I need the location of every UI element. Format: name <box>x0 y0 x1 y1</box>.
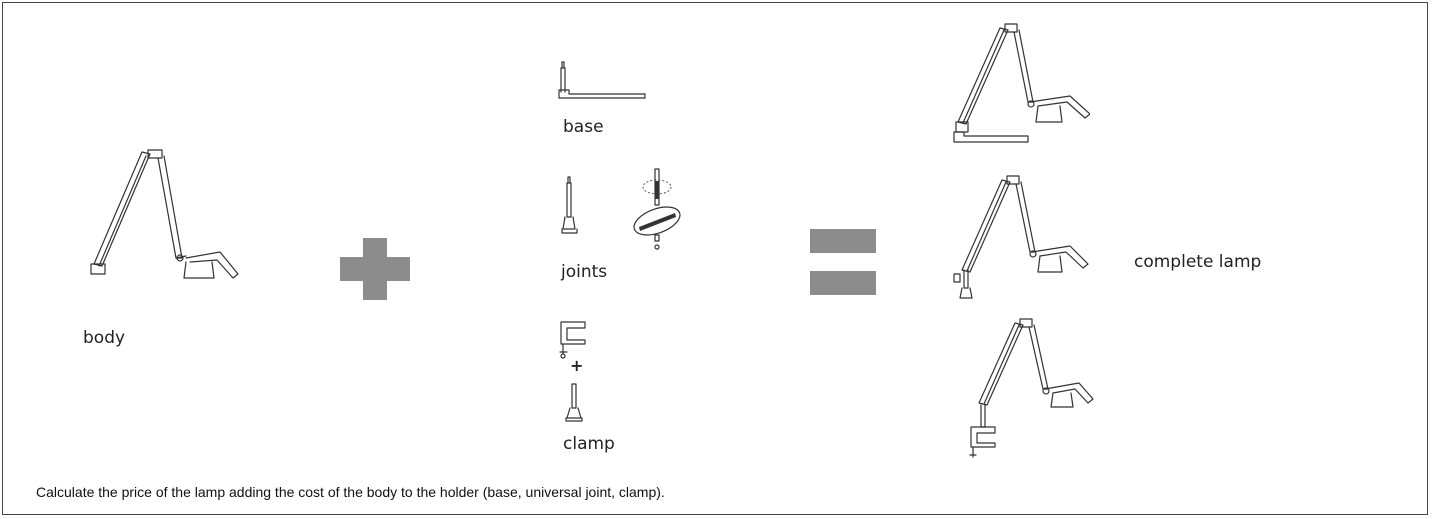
instruction-caption: Calculate the price of the lamp adding t… <box>36 484 665 500</box>
clamp-illustration <box>559 321 586 359</box>
lamp-with-clamp-illustration <box>969 318 1094 458</box>
plus-operator-icon <box>340 238 410 300</box>
joints-label: joints <box>561 262 608 282</box>
lamp-body-illustration <box>90 149 239 279</box>
body-label: body <box>83 328 126 348</box>
clamp-joint-illustration <box>565 383 583 422</box>
small-plus-label: + <box>570 356 584 375</box>
lamp-with-joint-illustration <box>953 175 1089 299</box>
base-illustration <box>558 61 646 99</box>
clamp-label: clamp <box>563 434 615 454</box>
joints-illustration <box>561 168 681 250</box>
lamp-with-base-illustration <box>953 23 1090 143</box>
base-label: base <box>563 117 604 137</box>
complete-lamp-label: complete lamp <box>1134 252 1262 272</box>
equals-operator-icon <box>810 229 876 295</box>
